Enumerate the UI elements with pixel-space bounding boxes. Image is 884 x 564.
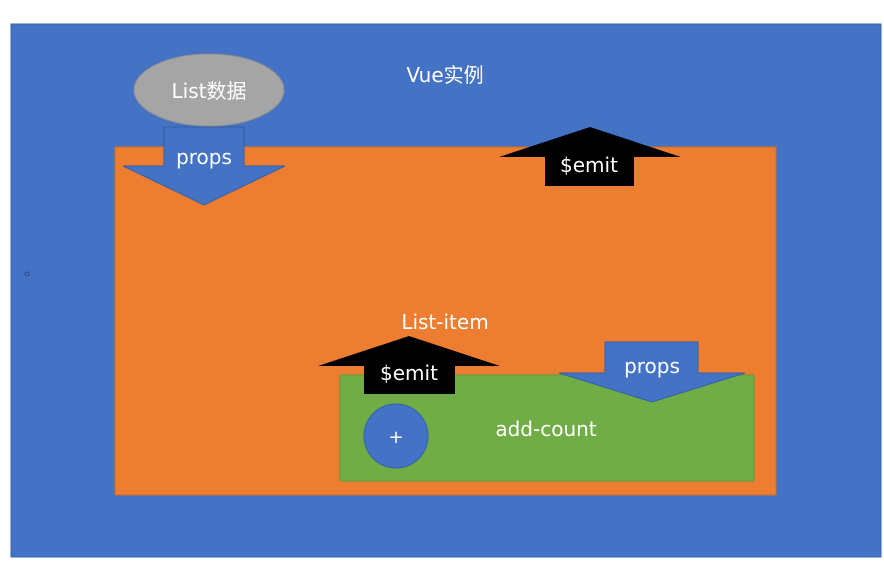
- emit-label-inner: $emit: [380, 361, 438, 385]
- list-item-label: List-item: [401, 310, 488, 334]
- list-data-label: List数据: [172, 79, 247, 103]
- stray-marker: [24, 271, 30, 277]
- props-arrow-inner: [558, 341, 746, 403]
- emit-label-outer: $emit: [560, 153, 618, 177]
- plus-icon: +: [388, 427, 403, 448]
- props-label-outer: props: [176, 145, 232, 169]
- emit-arrow-inner: [318, 336, 500, 394]
- plus-button[interactable]: +: [363, 403, 429, 469]
- add-count-label: add-count: [495, 417, 596, 441]
- vue-instance-label: Vue实例: [406, 63, 483, 87]
- emit-arrow-outer: [499, 127, 681, 186]
- props-arrow-outer: [122, 126, 286, 206]
- list-data-ellipse: [133, 53, 285, 127]
- props-label-inner: props: [624, 354, 680, 378]
- plus-circle: [363, 403, 429, 469]
